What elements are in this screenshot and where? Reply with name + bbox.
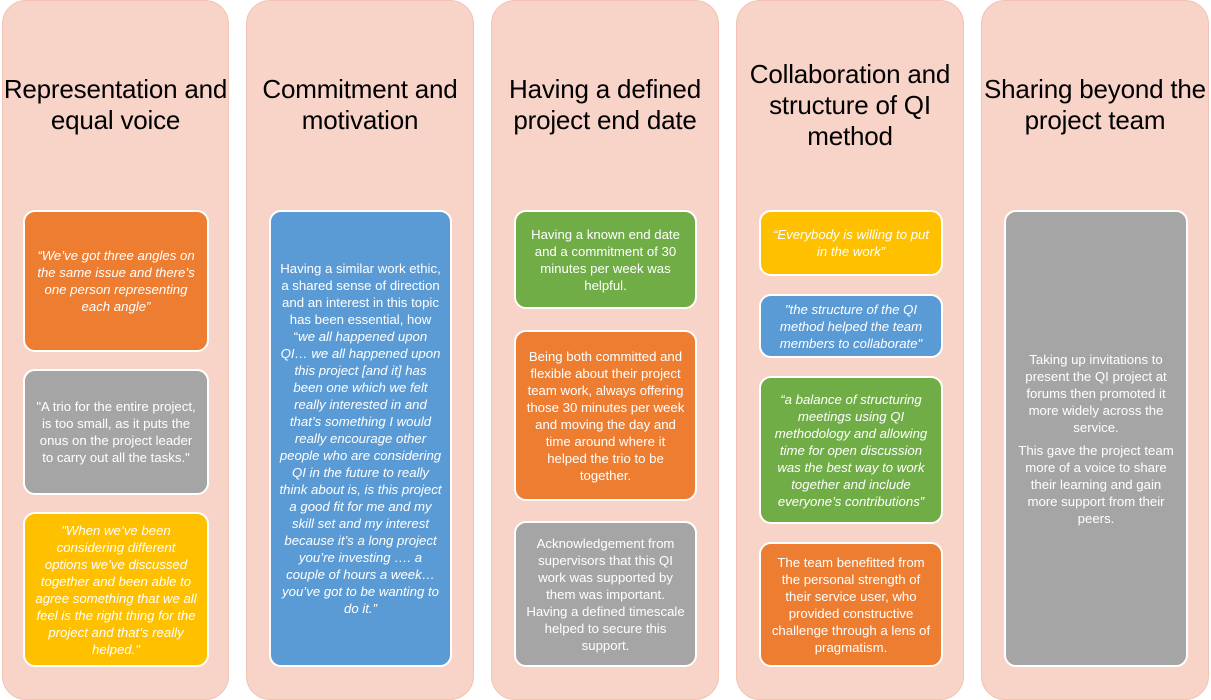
card-text: "A trio for the entire project, is too s… bbox=[36, 399, 196, 465]
column-title: Representation and equal voice bbox=[3, 74, 228, 135]
card-text-quote: we all happened upon QI… we all happened… bbox=[279, 329, 442, 616]
column-title: Commitment and motivation bbox=[262, 74, 458, 135]
card-text-plain: Having a similar work ethic, a shared se… bbox=[280, 261, 441, 344]
column-title: Collaboration and structure of QI method bbox=[749, 59, 951, 151]
column-collaboration: Collaboration and structure of QI method… bbox=[736, 0, 964, 700]
quote-card: “We’ve got three angles on the same issu… bbox=[23, 210, 209, 352]
quote-card: "the structure of the QI method helped t… bbox=[759, 294, 943, 358]
info-card: Being both committed and flexible about … bbox=[514, 330, 697, 501]
quote-card: "When we’ve been considering different o… bbox=[23, 512, 209, 667]
quote-card: Having a similar work ethic, a shared se… bbox=[269, 210, 452, 667]
info-card: Acknowledgement from supervisors that th… bbox=[514, 521, 697, 667]
card-text: Having a similar work ethic, a shared se… bbox=[279, 260, 442, 617]
card-text: "When we’ve been considering different o… bbox=[35, 522, 197, 657]
card-text: “We’ve got three angles on the same issu… bbox=[37, 248, 195, 314]
card-text: Being both committed and flexible about … bbox=[526, 348, 685, 483]
info-card: The team benefitted from the personal st… bbox=[759, 542, 943, 667]
info-card: Taking up invitations to present the QI … bbox=[1004, 210, 1188, 667]
column-sharing: Sharing beyond the project team Taking u… bbox=[981, 0, 1209, 700]
quote-card: “Everybody is willing to put in the work… bbox=[759, 210, 943, 276]
column-representation: Representation and equal voice “We’ve go… bbox=[2, 0, 229, 700]
card-text-paragraph-1: Taking up invitations to present the QI … bbox=[1025, 351, 1167, 435]
card-text: The team benefitted from the personal st… bbox=[771, 554, 931, 655]
column-title: Sharing beyond the project team bbox=[984, 74, 1206, 135]
column-end-date: Having a defined project end date Having… bbox=[491, 0, 719, 700]
quote-card: "A trio for the entire project, is too s… bbox=[23, 369, 209, 495]
card-text: “a balance of structuring meetings using… bbox=[774, 391, 928, 509]
card-text: Having a known end date and a commitment… bbox=[531, 226, 680, 293]
card-text: "the structure of the QI method helped t… bbox=[779, 301, 923, 351]
card-text: Acknowledgement from supervisors that th… bbox=[526, 535, 685, 653]
card-text-paragraph-2: This gave the project team more of a voi… bbox=[1018, 442, 1174, 526]
card-text: “Everybody is willing to put in the work… bbox=[772, 227, 930, 259]
column-title: Having a defined project end date bbox=[509, 74, 701, 135]
quote-card: “a balance of structuring meetings using… bbox=[759, 376, 943, 524]
info-card: Having a known end date and a commitment… bbox=[514, 210, 697, 309]
column-commitment: Commitment and motivation Having a simil… bbox=[246, 0, 474, 700]
